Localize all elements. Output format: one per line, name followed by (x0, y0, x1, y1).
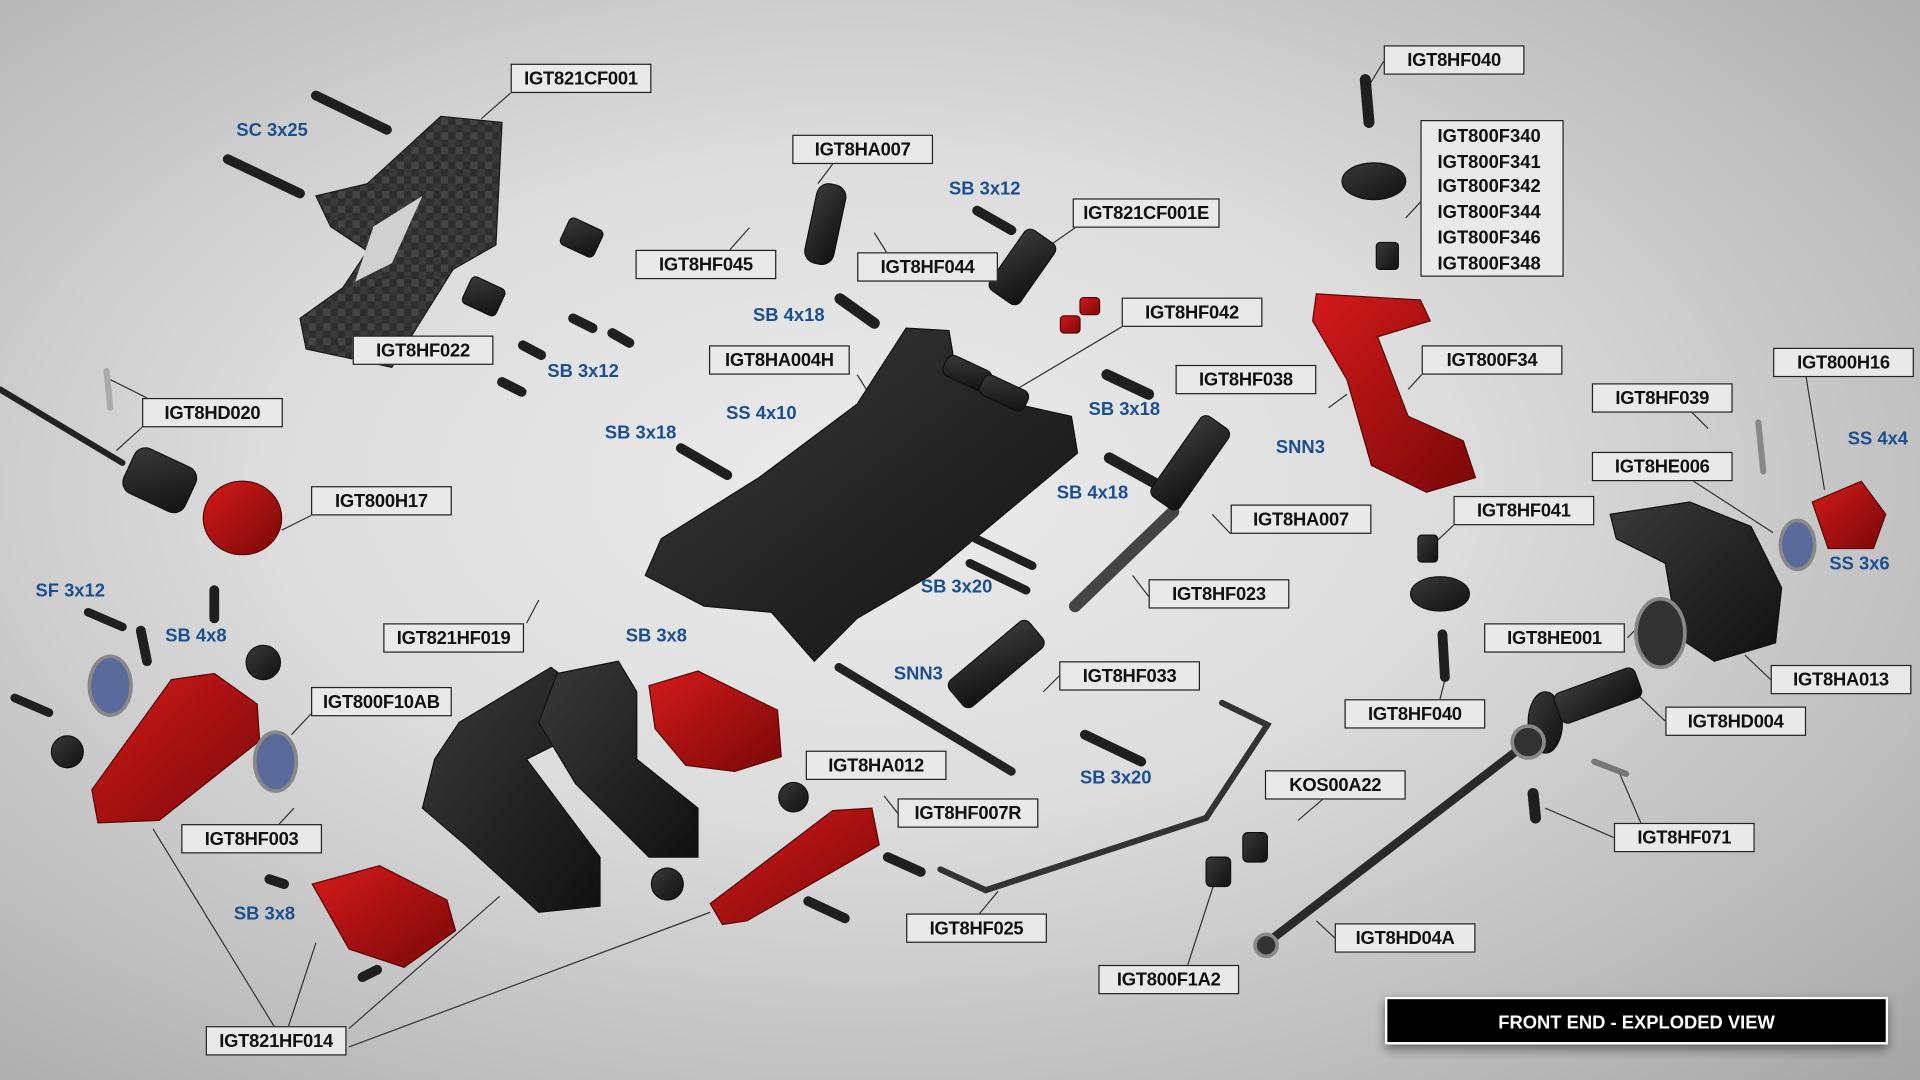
front-bulkhead-2 (538, 660, 699, 858)
part-label: IGT800F342 (1437, 176, 1541, 198)
part-label: IGT8HF040 (1383, 45, 1525, 75)
part-label: IGT8HF038 (1175, 364, 1317, 395)
part-label: IGT8HF023 (1148, 579, 1290, 609)
part-label: IGT8HF025 (906, 913, 1047, 943)
part-label: IGT8HA012 (805, 750, 947, 781)
hinge-pin (834, 663, 1016, 776)
lower-arm (644, 327, 1079, 663)
part-label-group: IGT800F340 IGT800F341 IGT800F342 IGT800F… (1420, 120, 1564, 277)
part-label: IGT800F1A2 (1098, 964, 1240, 995)
part-label: IGT8HF022 (352, 335, 494, 365)
steering-plate (311, 865, 457, 969)
hardware-label: SNN3 (1275, 437, 1325, 458)
drive-shaft-right (1259, 737, 1533, 950)
hardware-label: SC 3x25 (236, 120, 308, 141)
part-label: IGT8HF007R (897, 798, 1039, 828)
screws (10, 74, 1767, 983)
part-label: IGT8HF071 (1613, 822, 1755, 853)
part-label: IGT8HF039 (1591, 383, 1733, 413)
part-label: IGT821CF001 (510, 63, 652, 94)
red-collar (202, 480, 283, 556)
hardware-label: SF 3x12 (35, 580, 105, 602)
part-label: IGT8HD04A (1334, 923, 1476, 953)
steering-block (1312, 293, 1477, 493)
part-label: IGT8HF042 (1121, 297, 1263, 327)
hardware-label: SS 4x10 (726, 402, 797, 424)
hardware-label: SB 3x8 (625, 625, 687, 647)
part-label: IGT800F346 (1437, 227, 1541, 249)
hardware-label: SB 3x20 (920, 576, 993, 598)
hardware-label: SB 4x18 (753, 304, 825, 326)
part-label: IGT8HA007 (1230, 504, 1372, 534)
part-label: IGT8HE001 (1484, 623, 1625, 653)
turnbuckle (1068, 505, 1180, 613)
hub-red (1811, 480, 1887, 550)
hardware-label: SB 4x8 (165, 625, 227, 647)
part-label: IGT821CF001E (1072, 198, 1220, 228)
part-label: IGT8HA007 (792, 134, 934, 165)
sway-bar (937, 699, 1272, 894)
part-label: IGT8HA013 (1770, 664, 1912, 695)
hardware-label: SB 3x18 (604, 422, 677, 444)
hardware-label: SS 3x6 (1829, 553, 1890, 575)
part-label: IGT800F341 (1437, 151, 1541, 173)
part-label: IGT800F10AB (311, 686, 452, 717)
part-label: IGT800F344 (1437, 202, 1541, 223)
part-label: IGT800F34 (1421, 345, 1563, 375)
part-label: IGT8HE006 (1591, 451, 1733, 482)
part-label: IGT8HF041 (1453, 495, 1595, 526)
part-label: IGT800H16 (1773, 347, 1914, 378)
part-label: IGT8HF044 (857, 252, 998, 282)
part-label: IGT800H17 (311, 486, 452, 516)
part-label: KOS00A22 (1264, 770, 1406, 800)
part-label: IGT8HF033 (1059, 661, 1201, 691)
diagram-title: FRONT END - EXPLODED VIEW (1384, 996, 1889, 1045)
hardware-label: SNN3 (893, 663, 943, 685)
bearing-block (91, 672, 261, 824)
hardware-label: SB 3x12 (547, 361, 619, 383)
hardware-label: SB 3x8 (233, 903, 296, 925)
knuckle-red (648, 670, 782, 773)
part-label: IGT8HF045 (635, 249, 777, 280)
bellcrank (709, 807, 880, 926)
hardware-label: SS 4x4 (1847, 428, 1909, 450)
part-label: IGT800F340 (1437, 126, 1541, 147)
hardware-label: SB 3x18 (1088, 399, 1161, 421)
part-label: IGT8HD004 (1665, 706, 1807, 736)
part-label: IGT8HA004H (708, 345, 850, 375)
part-label: IGT8HD020 (142, 397, 283, 428)
hardware-label: SB 3x12 (948, 178, 1021, 200)
part-label: IGT821HF019 (383, 623, 525, 653)
part-label: IGT821HF014 (205, 1026, 347, 1056)
hardware-label: SB 3x20 (1080, 767, 1152, 789)
hub-carrier (1609, 501, 1783, 662)
part-label: IGT800F348 (1437, 252, 1541, 274)
part-label: IGT8HF040 (1344, 699, 1486, 729)
drive-shaft-left (0, 386, 126, 466)
part-label: IGT8HF003 (181, 824, 323, 854)
hardware-label: SB 4x18 (1056, 482, 1129, 504)
